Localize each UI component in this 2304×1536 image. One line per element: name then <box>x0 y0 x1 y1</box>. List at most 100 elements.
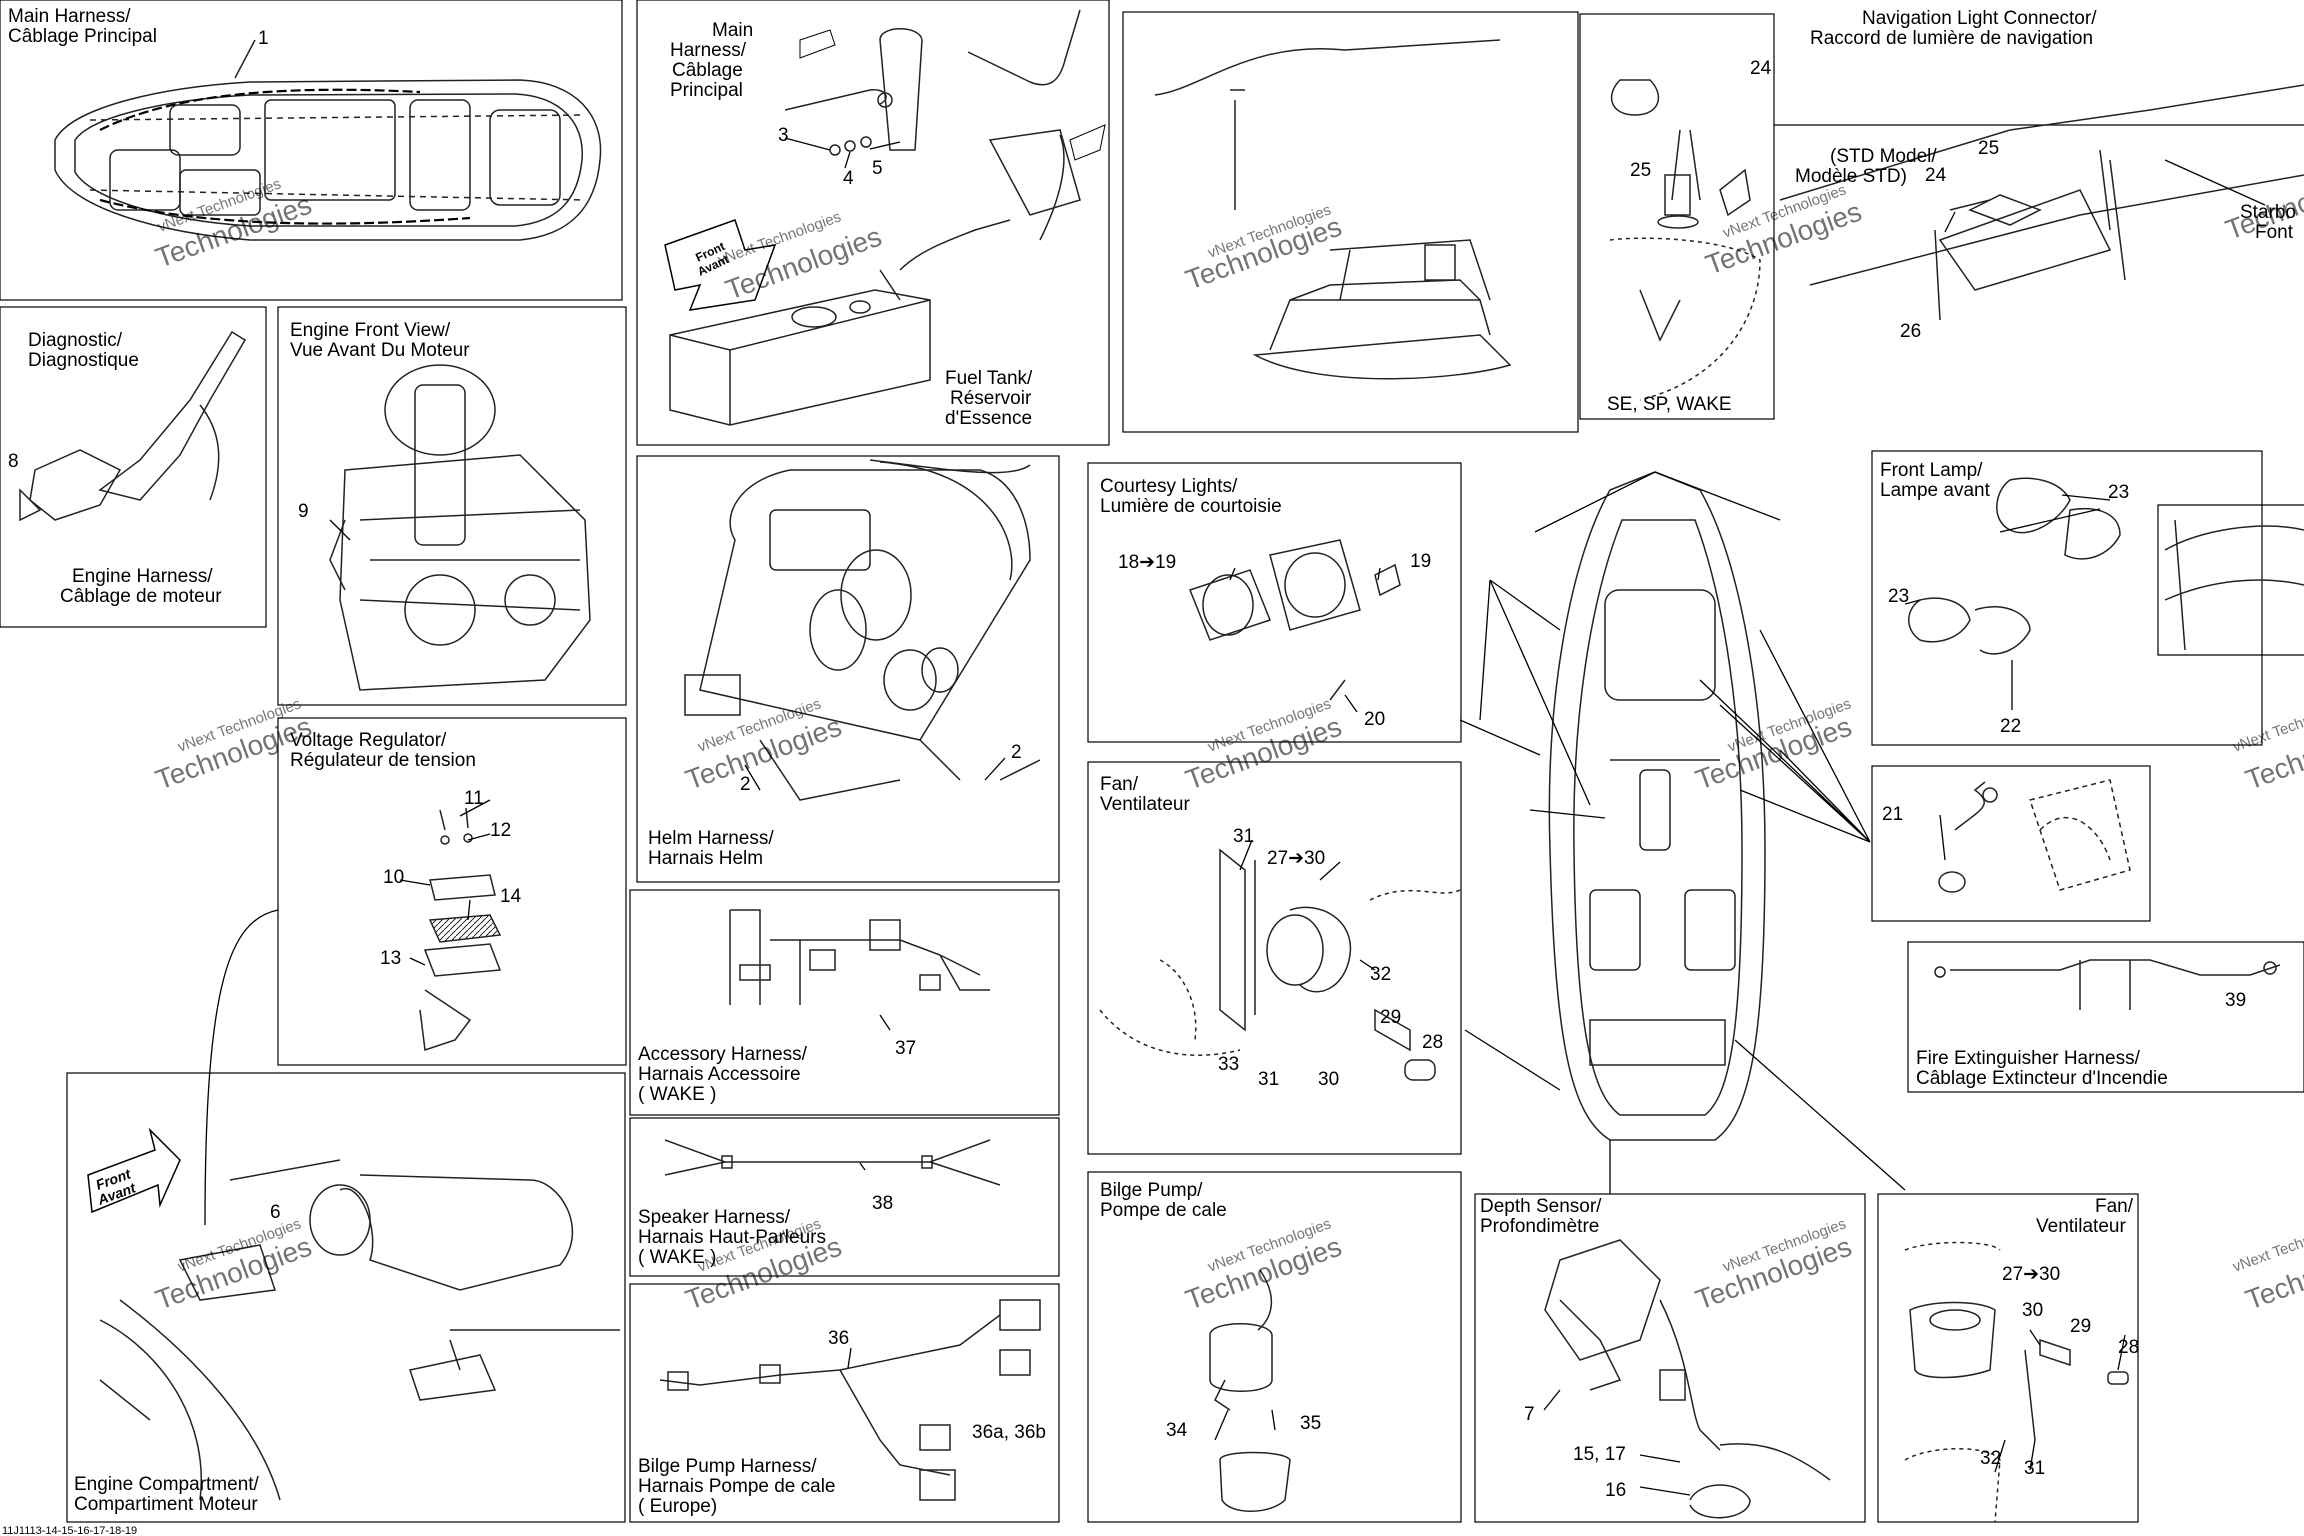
front-arrow-engine-compartment: Front Avant <box>87 1127 181 1214</box>
fuel-tank-title-1: Fuel Tank/ <box>945 368 1033 389</box>
accessory-title-1: Accessory Harness/ <box>638 1044 808 1065</box>
engine-compartment-drawing <box>99 1159 620 1501</box>
ref-2a: 2 <box>1011 742 1022 763</box>
panel-accessory-border <box>629 889 1060 1116</box>
ref-24a: 24 <box>1750 58 1772 79</box>
ref-13: 13 <box>380 948 401 969</box>
panel-bilge-pump-border <box>1087 1171 1462 1523</box>
engine-compartment-title-1: Engine Compartment/ <box>74 1474 260 1495</box>
panel-se-sp-wake-border <box>1579 13 1775 420</box>
engine-harness-label-2: Câblage de moteur <box>60 586 222 607</box>
ref-12: 12 <box>490 820 511 841</box>
watermark-3b: Technologies <box>1181 211 1345 296</box>
ref-3: 3 <box>778 125 789 146</box>
arrow-icon-helm-2 <box>1069 124 1106 161</box>
watermarks: vNext Technologies Technologies vNext Te… <box>151 161 2304 1316</box>
main-detail-title-4: Principal <box>670 80 743 101</box>
ref-29a: 29 <box>1380 1007 1401 1028</box>
bilge-pump-drawing <box>1209 1269 1291 1512</box>
ref-38: 38 <box>872 1193 893 1214</box>
accessory-harness-drawing <box>729 909 990 1005</box>
ref-4: 4 <box>843 168 854 189</box>
panel-voltage-border <box>277 717 627 1066</box>
ref-10: 10 <box>383 867 404 888</box>
nav-light-drawing <box>1779 84 2304 321</box>
diagram-code: 11J1113-14-15-16-17-18-19 <box>2 1525 137 1536</box>
ref-30a: 30 <box>1318 1069 1339 1090</box>
diagnostic-title-1: Diagnostic/ <box>28 330 123 351</box>
fan-right-drawing <box>1904 1241 2129 1523</box>
ref-2b: 2 <box>740 774 751 795</box>
fire-ext-harness-drawing <box>1934 959 2281 1010</box>
engine-front-title-1: Engine Front View/ <box>290 320 451 341</box>
nav-light-std-2: Modèle STD) <box>1795 166 1907 187</box>
nav-light-std-1: (STD Model/ <box>1830 146 1937 167</box>
ref-32b: 32 <box>1980 1448 2001 1469</box>
nav-light-font: Font <box>2255 222 2294 243</box>
courtesy-title-2: Lumière de courtoisie <box>1100 496 1282 517</box>
fan-right-title-2: Ventilateur <box>2036 1216 2126 1237</box>
depth-title-1: Depth Sensor/ <box>1480 1196 1602 1217</box>
fuel-tank-title-3: d'Essence <box>945 408 1032 429</box>
voltage-regulator-drawing <box>419 807 502 1052</box>
voltage-title-1: Voltage Regulator/ <box>290 730 447 751</box>
nav-light-starboard: Starbo <box>2240 202 2296 223</box>
fire-ext-title-1: Fire Extinguisher Harness/ <box>1916 1048 2141 1069</box>
ref-21: 21 <box>1882 804 1903 825</box>
watermark-10a: vNext Technologies <box>2231 695 2304 755</box>
ref-20: 20 <box>1364 709 1385 730</box>
bilge-pump-title-2: Pompe de cale <box>1100 1200 1227 1221</box>
panel-boat-border <box>1122 11 1579 433</box>
fan-left-title-2: Ventilateur <box>1100 794 1190 815</box>
engine-harness-label-1: Engine Harness/ <box>72 566 213 587</box>
ref-15-17: 15, 17 <box>1573 1444 1626 1465</box>
main-harness-title-2: Câblage Principal <box>8 26 157 47</box>
ref-36: 36 <box>828 1328 849 1349</box>
ref-36a-36b: 36a, 36b <box>972 1422 1046 1443</box>
panel-diagnostic-border <box>0 306 267 628</box>
depth-sensor-drawing <box>1544 1239 1831 1519</box>
panel-fire-ext-border <box>1907 941 2304 1093</box>
ref-22: 22 <box>2000 716 2021 737</box>
ref-39: 39 <box>2225 990 2246 1011</box>
ref-19: 19 <box>1410 551 1431 572</box>
front-lamp-title-2: Lampe avant <box>1880 480 1991 501</box>
ref-37: 37 <box>895 1038 916 1059</box>
diagnostic-drawing <box>19 330 247 522</box>
nav-light-title-2: Raccord de lumière de navigation <box>1810 28 2093 49</box>
leader-lines <box>204 137 2266 1496</box>
speaker-title-3: ( WAKE ) <box>638 1247 716 1268</box>
ref-35: 35 <box>1300 1413 1321 1434</box>
ref-34: 34 <box>1166 1420 1188 1441</box>
fuel-tank-drawing <box>669 219 1011 426</box>
ref-7: 7 <box>1524 1404 1535 1425</box>
front-lamp-connector-drawing <box>1938 779 2131 893</box>
ref-33: 33 <box>1218 1054 1239 1075</box>
accessory-title-3: ( WAKE ) <box>638 1084 716 1105</box>
ref-25b: 25 <box>1978 138 1999 159</box>
main-detail-title-2: Harness/ <box>670 40 747 61</box>
ref-29b: 29 <box>2070 1316 2091 1337</box>
ref-31c: 31 <box>2024 1458 2045 1479</box>
voltage-title-2: Régulateur de tension <box>290 750 476 771</box>
ref-32a: 32 <box>1370 964 1391 985</box>
main-harness-detail-drawing <box>784 9 1081 241</box>
panel-courtesy-border <box>1087 462 1462 743</box>
panel-fan-right-border <box>1877 1193 2139 1523</box>
front-lamp-title-1: Front Lamp/ <box>1880 460 1983 481</box>
engine-compartment-title-2: Compartiment Moteur <box>74 1494 258 1515</box>
ref-18-19: 18➔19 <box>1118 552 1176 573</box>
panel-fan-left-border <box>1087 761 1462 1155</box>
ref-31b: 31 <box>1258 1069 1279 1090</box>
panel-right-lamp-border <box>2157 504 2304 656</box>
helm-title-1: Helm Harness/ <box>648 828 774 849</box>
nav-light-title-1: Navigation Light Connector/ <box>1862 8 2097 29</box>
front-lamp-drawing <box>1908 477 2121 655</box>
helm-title-2: Harnais Helm <box>648 848 763 869</box>
ref-1: 1 <box>258 28 269 49</box>
fire-ext-title-2: Câblage Extincteur d'Incendie <box>1916 1068 2168 1089</box>
ref-9: 9 <box>298 501 309 522</box>
ref-28a: 28 <box>1422 1032 1443 1053</box>
ref-26: 26 <box>1900 321 1921 342</box>
bilge-pump-harness-drawing <box>659 1299 1041 1501</box>
